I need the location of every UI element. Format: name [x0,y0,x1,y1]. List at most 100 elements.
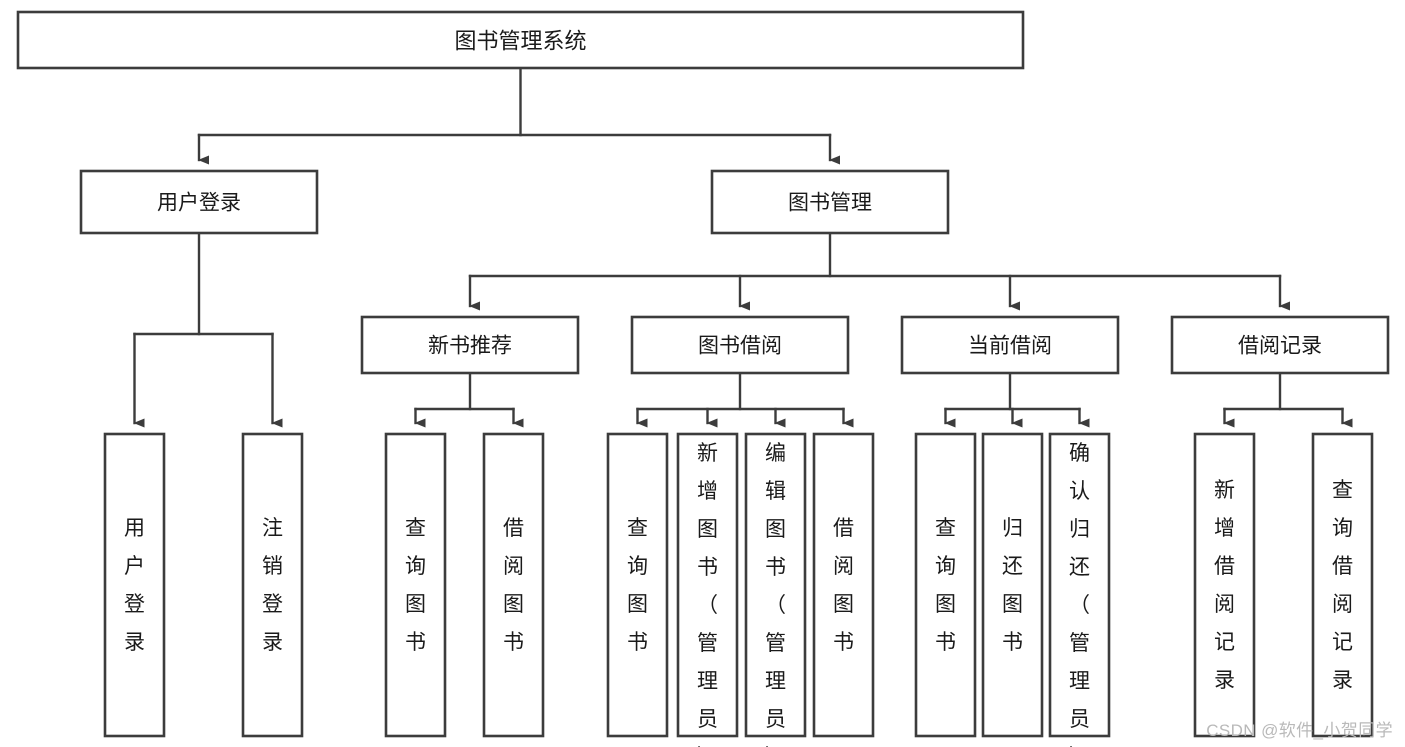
node-label-leaf-0: 用户登录 [124,517,145,654]
node-label-level3-0: 新书推荐 [428,335,512,358]
svg-text:员: 员 [765,708,786,731]
node-label-level3-2: 当前借阅 [968,335,1052,358]
node-label-level3-1: 图书借阅 [698,335,782,358]
svg-text:借: 借 [503,517,524,540]
svg-text:书: 书 [833,631,854,654]
csdn-watermark: CSDN @软件_小贺同学 [1206,721,1393,740]
svg-text:用: 用 [124,517,145,540]
svg-text:增: 增 [697,480,718,503]
svg-text:登: 登 [262,593,283,616]
node-box-root [16,10,1025,70]
node-box-level2-1 [710,169,950,235]
svg-text:询: 询 [1332,517,1353,540]
svg-text:理: 理 [765,670,786,693]
svg-text:理: 理 [697,670,718,693]
svg-text:图: 图 [697,518,718,541]
svg-text:归: 归 [1069,518,1090,541]
node-label-level3-3: 借阅记录 [1238,335,1322,358]
node-box-level3-3 [1170,315,1390,375]
svg-text:管: 管 [697,632,718,655]
svg-text:图: 图 [935,593,956,616]
svg-text:辑: 辑 [765,480,786,503]
svg-text:增: 增 [1214,517,1235,540]
node-box-leaf-4 [606,432,669,738]
svg-text:书: 书 [1002,631,1023,654]
box-layer [16,10,1390,738]
node-box-leaf-10 [1048,432,1111,738]
svg-text:录: 录 [1214,669,1235,692]
node-label-level2-0: 用户登录 [157,192,241,215]
node-box-level2-0 [79,169,319,235]
svg-text:图: 图 [765,518,786,541]
svg-text:书: 书 [503,631,524,654]
svg-text:新: 新 [1214,479,1235,502]
svg-text:（: （ [1069,594,1090,617]
svg-text:归: 归 [1002,517,1023,540]
svg-text:查: 查 [405,517,426,540]
svg-text:图: 图 [833,593,854,616]
node-box-leaf-5 [676,432,739,738]
svg-text:书: 书 [697,556,718,579]
node-box-level3-0 [360,315,580,375]
svg-text:询: 询 [405,555,426,578]
node-box-leaf-12 [1311,432,1374,738]
svg-text:询: 询 [935,555,956,578]
label-layer: 图书管理系统用户登录图书管理新书推荐图书借阅当前借阅借阅记录用户登录注销登录查询… [124,29,1353,747]
svg-text:图: 图 [1002,593,1023,616]
svg-text:阅: 阅 [1332,593,1353,616]
svg-text:销: 销 [262,555,283,578]
svg-text:（: （ [697,594,718,617]
svg-text:理: 理 [1069,670,1090,693]
svg-text:阅: 阅 [833,555,854,578]
svg-text:图: 图 [503,593,524,616]
svg-text:还: 还 [1002,555,1023,578]
svg-text:借: 借 [833,517,854,540]
svg-text:记: 记 [1214,631,1235,654]
node-box-leaf-7 [812,432,875,738]
node-box-leaf-9 [981,432,1044,738]
node-box-level3-2 [900,315,1120,375]
svg-text:书: 书 [405,631,426,654]
svg-text:询: 询 [627,555,648,578]
svg-text:查: 查 [935,517,956,540]
svg-text:书: 书 [935,631,956,654]
node-box-leaf-0 [103,432,166,738]
node-label-level2-1: 图书管理 [788,192,872,215]
svg-text:录: 录 [262,631,283,654]
node-box-leaf-3 [482,432,545,738]
node-label-root: 图书管理系统 [454,29,586,54]
svg-text:书: 书 [765,556,786,579]
svg-text:录: 录 [124,631,145,654]
node-box-level3-1 [630,315,850,375]
svg-text:借: 借 [1214,555,1235,578]
svg-text:注: 注 [262,517,283,540]
svg-text:新: 新 [697,442,718,465]
svg-text:查: 查 [1332,479,1353,502]
svg-text:编: 编 [765,442,786,465]
svg-text:记: 记 [1332,631,1353,654]
node-box-leaf-6 [744,432,807,738]
svg-text:查: 查 [627,517,648,540]
svg-text:管: 管 [765,632,786,655]
svg-text:阅: 阅 [1214,593,1235,616]
node-box-leaf-8 [914,432,977,738]
connector-layer [133,66,1353,428]
node-box-leaf-2 [384,432,447,738]
svg-text:认: 认 [1069,480,1090,503]
svg-text:户: 户 [124,555,145,578]
svg-text:管: 管 [1069,632,1090,655]
svg-text:录: 录 [1332,669,1353,692]
svg-text:书: 书 [627,631,648,654]
svg-text:登: 登 [124,593,145,616]
svg-text:借: 借 [1332,555,1353,578]
